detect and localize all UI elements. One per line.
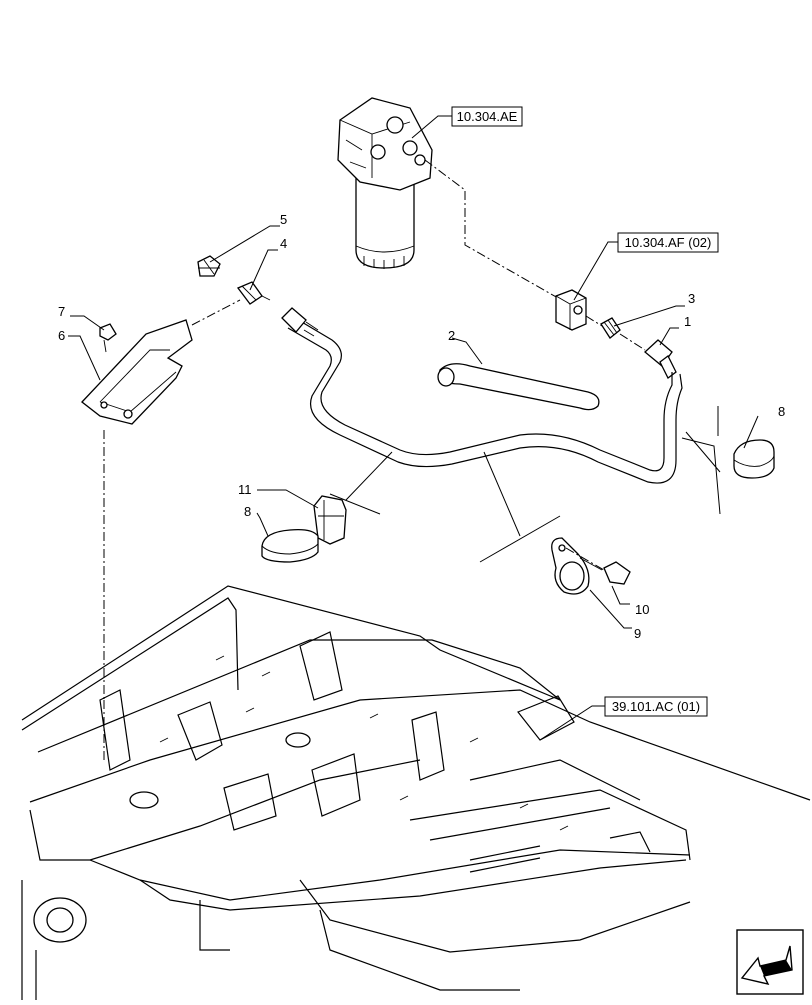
hose-piece-2 (437, 363, 600, 411)
fuel-hose-routing (281, 307, 683, 484)
callout-3: 3 (688, 291, 695, 306)
clamp-9 (551, 537, 590, 595)
band-8-right (733, 439, 775, 479)
callout-2: 2 (448, 328, 455, 343)
band-8-left (261, 528, 319, 563)
fitting-3 (600, 317, 621, 339)
ref-label-filter: 10.304.AE (457, 109, 518, 124)
callout-1: 1 (684, 314, 691, 329)
callout-9: 9 (634, 626, 641, 641)
leader-lines (68, 115, 759, 741)
callout-6: 6 (58, 328, 65, 343)
fuel-filter-assembly (337, 97, 433, 269)
valve-fitting (555, 289, 587, 331)
arrow-left-down-icon[interactable] (736, 929, 804, 995)
callout-5: 5 (280, 212, 287, 227)
bolt-10 (579, 557, 631, 585)
bracket-6 (81, 319, 193, 425)
callout-4: 4 (280, 236, 287, 251)
ref-box-frame[interactable]: 39.101.AC (01) (604, 696, 708, 717)
ref-label-valve: 10.304.AF (02) (625, 235, 712, 250)
ref-label-frame: 39.101.AC (01) (612, 699, 700, 714)
ref-box-valve[interactable]: 10.304.AF (02) (617, 232, 719, 253)
ref-box-filter[interactable]: 10.304.AE (451, 106, 523, 127)
clip-5 (197, 255, 221, 277)
break-marks (329, 406, 721, 563)
callout-8-left: 8 (244, 504, 251, 519)
callout-8-right: 8 (778, 404, 785, 419)
bolt-7 (99, 323, 117, 353)
clamp-11 (313, 495, 347, 545)
machine-frame (21, 585, 811, 1000)
hose-end-fitting-1 (644, 339, 677, 379)
sensor-4 (236, 281, 271, 305)
callout-numbers: 1 2 3 4 5 6 7 8 8 9 10 11 (58, 212, 785, 641)
callout-7: 7 (58, 304, 65, 319)
callout-10: 10 (635, 602, 649, 617)
callout-11: 11 (238, 482, 252, 497)
